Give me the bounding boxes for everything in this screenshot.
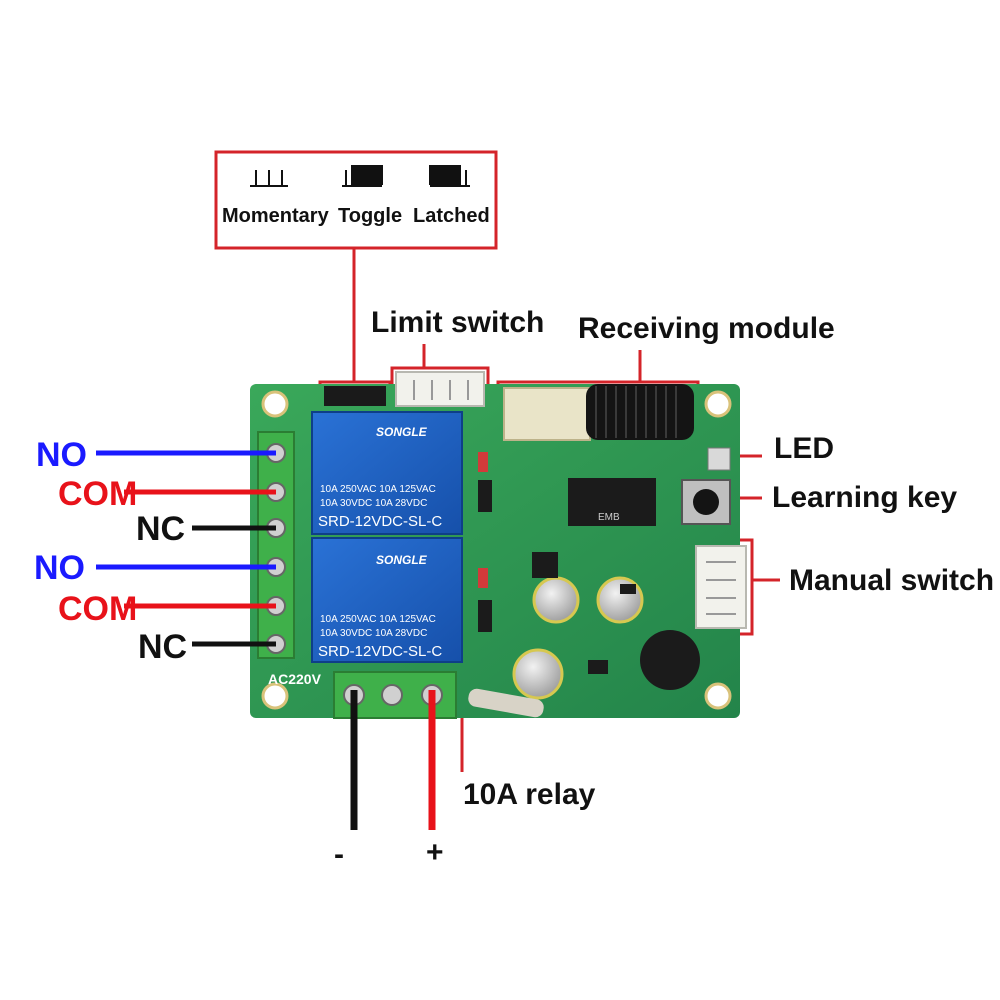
capacitor: [512, 648, 564, 700]
power-negative-label: -: [334, 838, 344, 871]
learning-key-label: Learning key: [772, 481, 958, 514]
receiver-module-board: [503, 387, 591, 441]
smd-part: [620, 584, 636, 594]
mode-momentary-label: Momentary: [222, 205, 329, 227]
antenna-coil: [586, 384, 694, 440]
diode: [478, 600, 492, 632]
terminal-label-nc-1: NC: [136, 510, 186, 548]
terminal-label-nc-2: NC: [138, 628, 188, 666]
mode-selector-box: [214, 150, 498, 250]
output-terminal-block: [257, 431, 295, 659]
indicator-led-top: [478, 452, 488, 472]
diode: [478, 480, 492, 512]
relay-top-rating-1: 10A 250VAC 10A 125VAC: [320, 484, 436, 495]
resistor: [468, 688, 544, 718]
power-terminal-screw[interactable]: [381, 684, 403, 706]
mount-hole: [704, 390, 732, 418]
relay-top-brand: SONGLE: [376, 425, 428, 439]
transistor: [532, 552, 558, 578]
mount-hole: [261, 682, 289, 710]
learning-key-cap[interactable]: [693, 489, 719, 515]
toggle-jumper-icon: [342, 165, 383, 187]
relay-label: 10A relay: [463, 778, 596, 811]
capacitor: [532, 576, 580, 624]
power-positive-label: +: [426, 836, 444, 869]
manual-switch-label: Manual switch: [789, 564, 995, 597]
terminal-label-no-2: NO: [34, 549, 85, 587]
status-led: [707, 447, 731, 471]
ic-chip-marking: EMB: [598, 512, 620, 523]
mode-jumper-header: [324, 386, 386, 406]
relay-bottom: [311, 537, 463, 663]
limit-switch-label: Limit switch: [371, 306, 545, 339]
inductor: [640, 630, 700, 690]
latched-jumper-icon: [429, 165, 470, 187]
momentary-jumper-icon: [250, 170, 288, 187]
mount-hole: [261, 390, 289, 418]
relay-bottom-model: SRD-12VDC-SL-C: [318, 643, 442, 660]
indicator-led-bottom: [478, 568, 488, 588]
smd-part: [588, 660, 608, 674]
terminal-label-no-1: NO: [36, 436, 87, 474]
relay-bottom-rating-2: 10A 30VDC 10A 28VDC: [320, 628, 427, 639]
manual-switch-connector[interactable]: [695, 545, 747, 629]
ic-chip: [568, 478, 656, 526]
power-input-label: AC220V: [268, 671, 322, 687]
mode-toggle-label: Toggle: [338, 205, 403, 227]
receiving-module-label: Receiving module: [578, 312, 835, 345]
limit-switch-connector[interactable]: [395, 371, 485, 407]
relay-bottom-brand: SONGLE: [376, 553, 428, 567]
mount-hole: [704, 682, 732, 710]
terminal-label-com-2: COM: [58, 590, 138, 628]
led-label: LED: [774, 432, 834, 465]
relay-top-model: SRD-12VDC-SL-C: [318, 513, 442, 530]
relay-top-rating-2: 10A 30VDC 10A 28VDC: [320, 498, 427, 509]
relay-bottom-rating-1: 10A 250VAC 10A 125VAC: [320, 614, 436, 625]
relay-top: [311, 411, 463, 535]
mode-latched-label: Latched: [413, 205, 490, 227]
terminal-label-com-1: COM: [58, 475, 138, 513]
